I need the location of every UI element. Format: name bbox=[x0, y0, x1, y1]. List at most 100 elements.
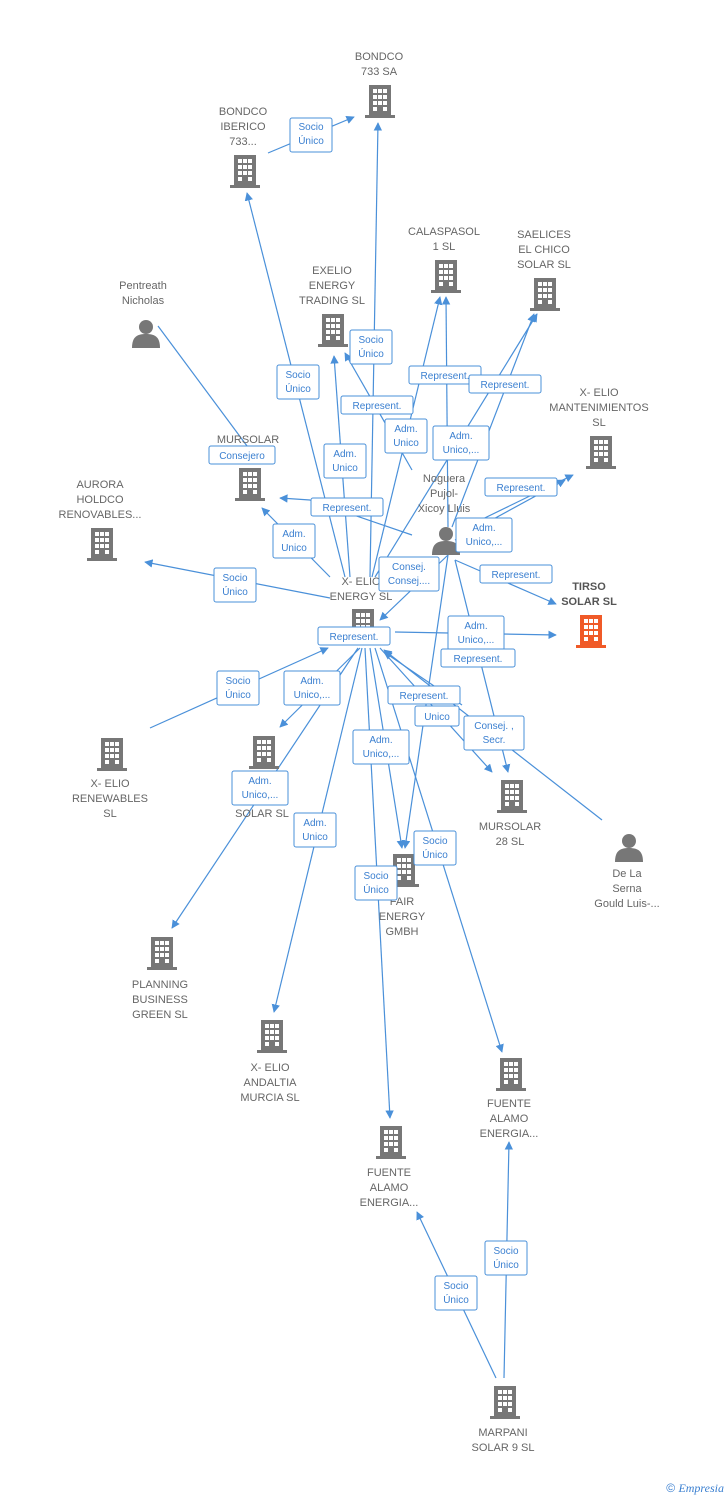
person-icon bbox=[615, 834, 643, 862]
building-icon bbox=[365, 85, 395, 118]
edge bbox=[279, 494, 311, 503]
edge-label[interactable]: Adm.Unico,... bbox=[455, 517, 513, 553]
edge-label[interactable]: Represent. bbox=[317, 626, 391, 646]
edge-label[interactable]: Represent. bbox=[387, 685, 461, 705]
edge-label[interactable]: Adm.Unico bbox=[323, 443, 367, 479]
edge bbox=[157, 325, 251, 451]
svg-text:Adm.Unico: Adm.Unico bbox=[332, 449, 358, 474]
building-icon bbox=[376, 1126, 406, 1159]
edge-label[interactable]: Consej. ,Secr. bbox=[463, 715, 525, 751]
svg-text:Adm.Unico: Adm.Unico bbox=[393, 424, 419, 449]
edge-label[interactable]: Adm.Unico bbox=[293, 812, 337, 848]
svg-text:Represent.: Represent. bbox=[400, 691, 449, 702]
edge-label[interactable]: Consejero bbox=[208, 445, 276, 465]
edge-label[interactable]: Unico bbox=[414, 705, 460, 727]
edge-label[interactable]: Represent. bbox=[310, 497, 384, 517]
edge bbox=[451, 313, 536, 528]
svg-text:Consejero: Consejero bbox=[219, 451, 265, 462]
svg-text:Represent.: Represent. bbox=[421, 371, 470, 382]
brand-logo[interactable]: Empresia bbox=[678, 1481, 724, 1495]
edge-label[interactable]: Represent. bbox=[479, 564, 553, 584]
edge-label[interactable]: Adm.Unico,... bbox=[432, 425, 490, 461]
svg-text:Consej.Consej....: Consej.Consej.... bbox=[388, 562, 430, 587]
edge-label[interactable]: Consej.Consej.... bbox=[378, 556, 440, 592]
edge-label[interactable]: Adm.Unico bbox=[384, 418, 428, 454]
edge-label[interactable]: Adm.Unico,... bbox=[352, 729, 410, 765]
person-icon bbox=[132, 320, 160, 348]
footer: © Empresia bbox=[666, 1481, 724, 1496]
svg-text:Adm.Unico: Adm.Unico bbox=[302, 818, 328, 843]
edge-label[interactable]: Adm.Unico,... bbox=[447, 615, 505, 651]
edge-label[interactable]: Represent. bbox=[340, 395, 414, 415]
building-icon bbox=[497, 780, 527, 813]
edge-label[interactable]: Adm.Unico,... bbox=[231, 770, 289, 806]
svg-text:Represent.: Represent. bbox=[497, 483, 546, 494]
node-label: MURSOLAR bbox=[217, 434, 279, 446]
building-icon bbox=[530, 278, 560, 311]
edge-label[interactable]: Represent. bbox=[484, 477, 558, 497]
building-icon bbox=[490, 1386, 520, 1419]
edge-label[interactable]: Represent. bbox=[440, 648, 516, 668]
edge-label[interactable]: Adm.Unico,... bbox=[283, 670, 341, 706]
edge-label[interactable]: Adm.Unico bbox=[272, 523, 316, 559]
svg-text:Adm.Unico,...: Adm.Unico,... bbox=[363, 735, 400, 760]
company-node-solar-sl[interactable]: SOLAR SL bbox=[235, 736, 289, 820]
svg-text:Represent.: Represent. bbox=[323, 503, 372, 514]
svg-text:Adm.Unico,...: Adm.Unico,... bbox=[443, 431, 480, 456]
building-icon bbox=[230, 155, 260, 188]
edge-label[interactable]: Represent. bbox=[468, 374, 542, 394]
svg-text:Adm.Unico,...: Adm.Unico,... bbox=[458, 621, 495, 646]
company-node-mursolar[interactable]: MURSOLAR bbox=[217, 434, 279, 501]
building-icon bbox=[87, 528, 117, 561]
